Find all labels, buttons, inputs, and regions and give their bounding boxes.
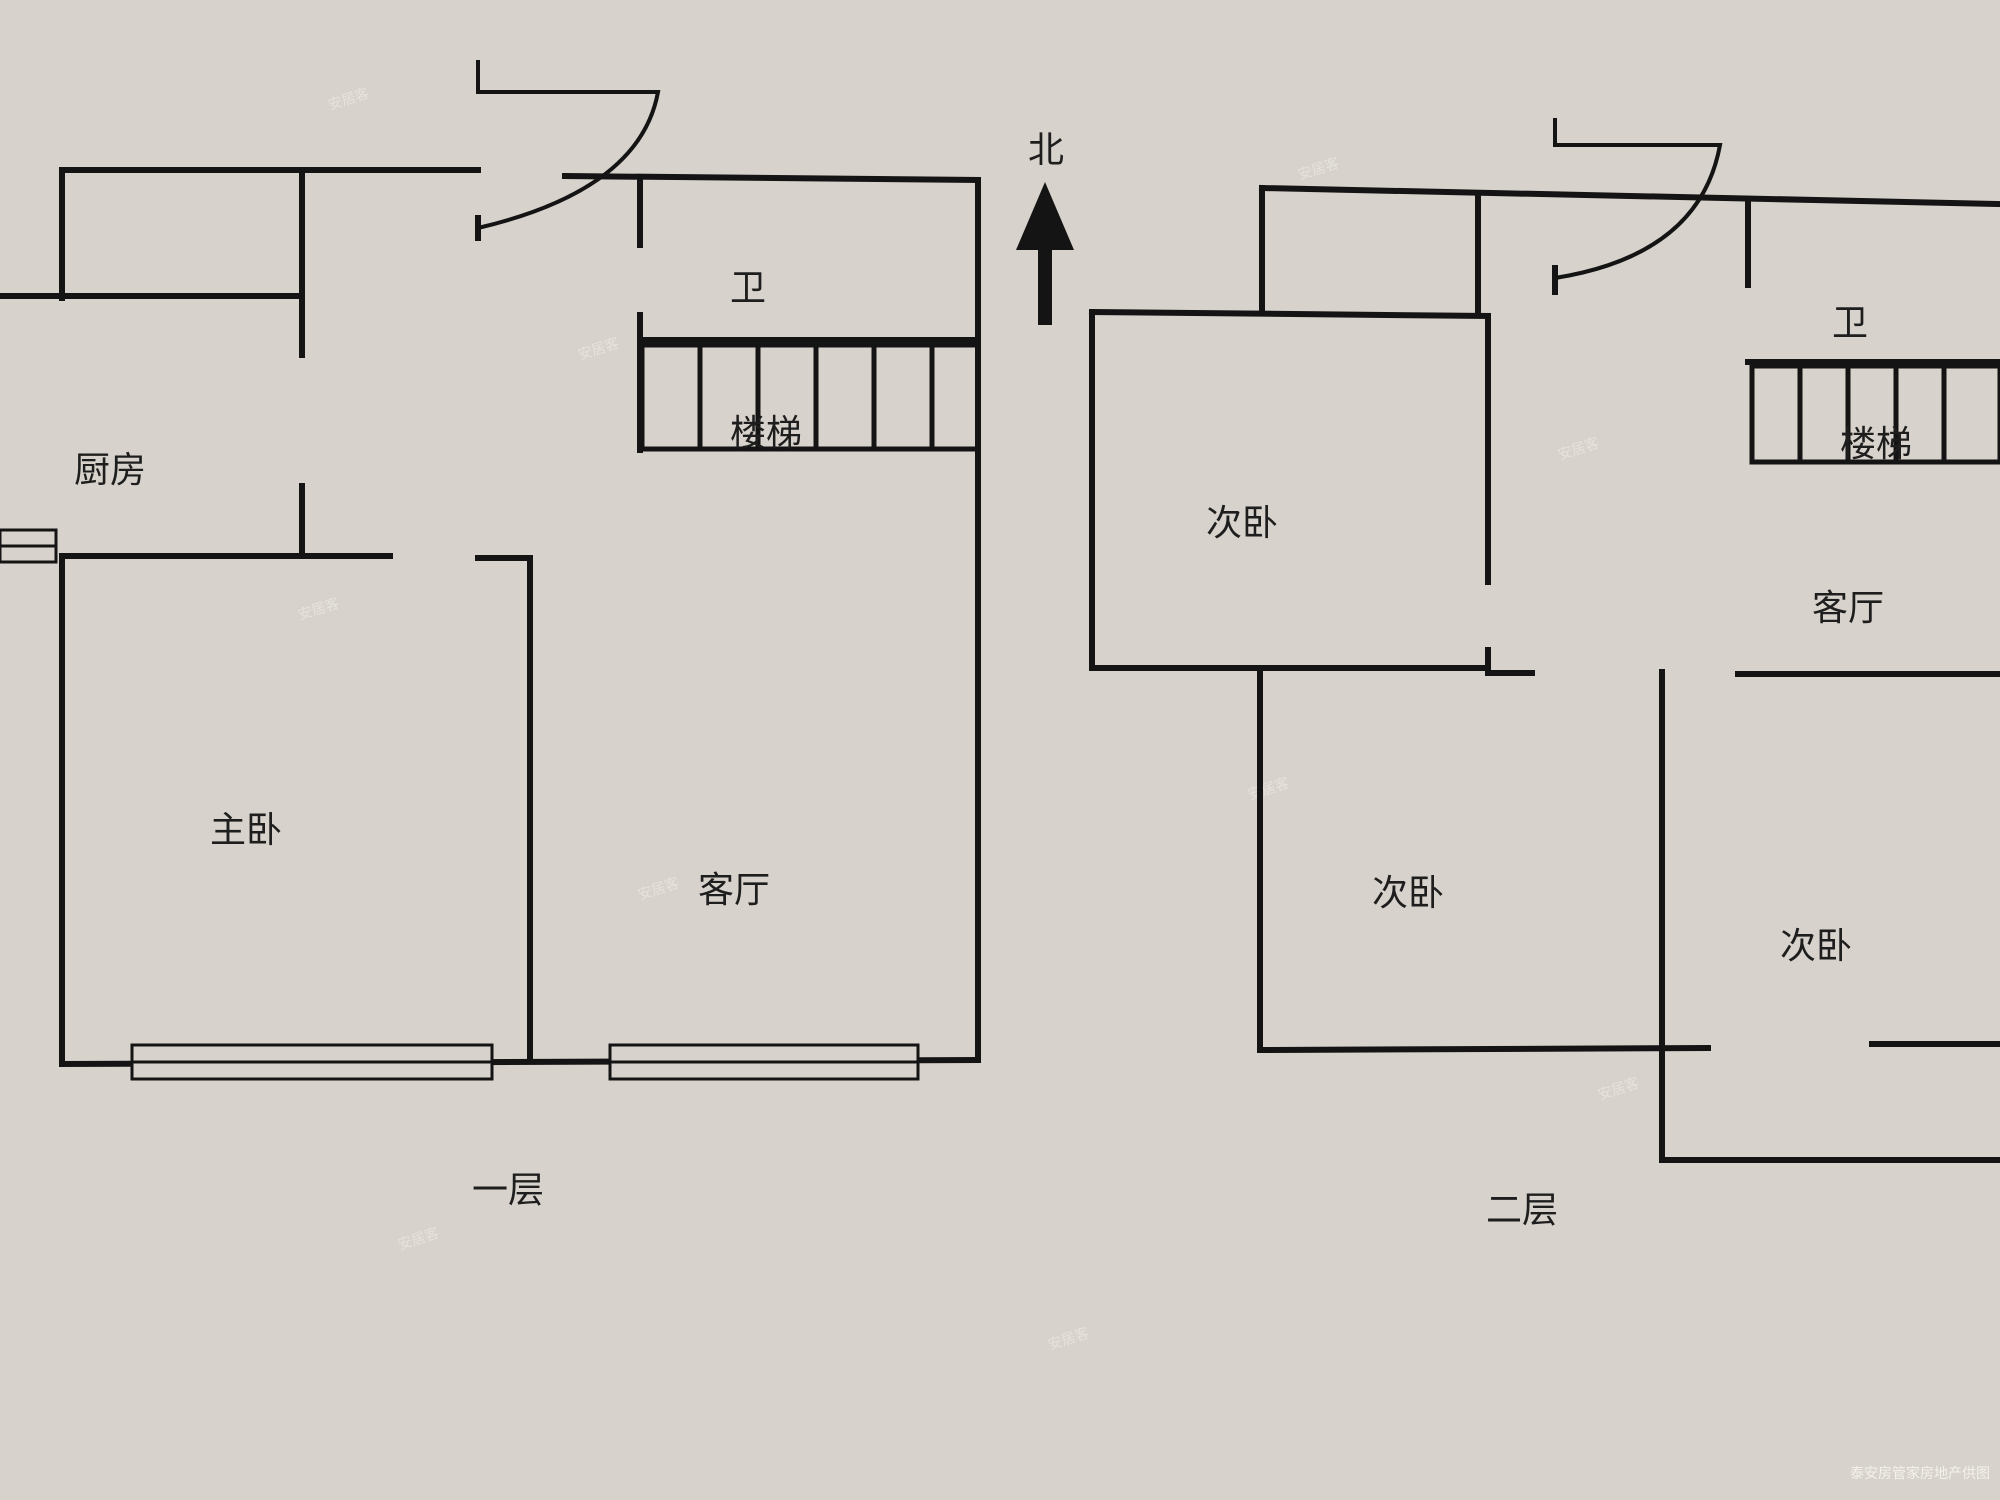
wall	[1258, 184, 2000, 208]
wall	[1256, 1044, 1712, 1054]
window-icon	[608, 1043, 920, 1081]
watermark-text: 安居客	[576, 335, 621, 364]
wall	[1088, 308, 1492, 320]
window-icon	[130, 1043, 494, 1081]
floor-2-bedroom-north-label: 次卧	[1206, 503, 1278, 544]
wall	[561, 172, 982, 184]
floor-1-plan	[0, 60, 982, 1081]
watermark-text: 安居客	[1596, 1075, 1641, 1104]
watermark-text: 安居客	[396, 1225, 441, 1254]
floor-2-plan	[1088, 118, 2000, 1163]
watermark-text: 安居客	[1046, 1325, 1091, 1354]
watermark-text: 安居客	[296, 595, 341, 624]
floor-2-bedroom-middle-label: 次卧	[1372, 873, 1444, 914]
stairs-icon	[1749, 363, 2000, 465]
floor-1-master-bedroom-label: 主卧	[210, 810, 282, 851]
watermark-layer: 安居客 安居客 安居客 安居客 安居客 安居客 安居客 安居客 安居客 安居客	[296, 85, 1641, 1354]
watermark-text: 安居客	[1296, 155, 1341, 184]
floor-2-bedroom-south-label: 次卧	[1780, 926, 1852, 967]
floor-1-bathroom-label: 卫	[730, 268, 766, 309]
entry-door-icon	[1552, 118, 1723, 281]
entry-door-icon	[475, 60, 661, 231]
watermark-text: 安居客	[1246, 775, 1291, 804]
floor-1-stairs-label: 楼梯	[730, 413, 802, 454]
floor-2-title: 二层	[1486, 1190, 1558, 1231]
credit-label: 泰安房管家房地产供图	[1850, 1465, 1990, 1482]
watermark-text: 安居客	[326, 85, 371, 114]
floor-1-living-room-label: 客厅	[698, 870, 770, 911]
north-arrow-icon	[1016, 182, 1074, 325]
stairs-icon	[639, 342, 981, 452]
floor-2-bathroom-label: 卫	[1832, 303, 1868, 344]
floor-2-living-room-label: 客厅	[1812, 588, 1884, 629]
watermark-text: 安居客	[1556, 435, 1601, 464]
window-icon	[0, 528, 58, 564]
floor-2-stairs-label: 楼梯	[1840, 424, 1912, 465]
north-label: 北	[1028, 130, 1064, 171]
floor-1-kitchen-label: 厨房	[74, 450, 146, 491]
watermark-text: 安居客	[636, 875, 681, 904]
floor-1-title: 一层	[472, 1170, 544, 1211]
